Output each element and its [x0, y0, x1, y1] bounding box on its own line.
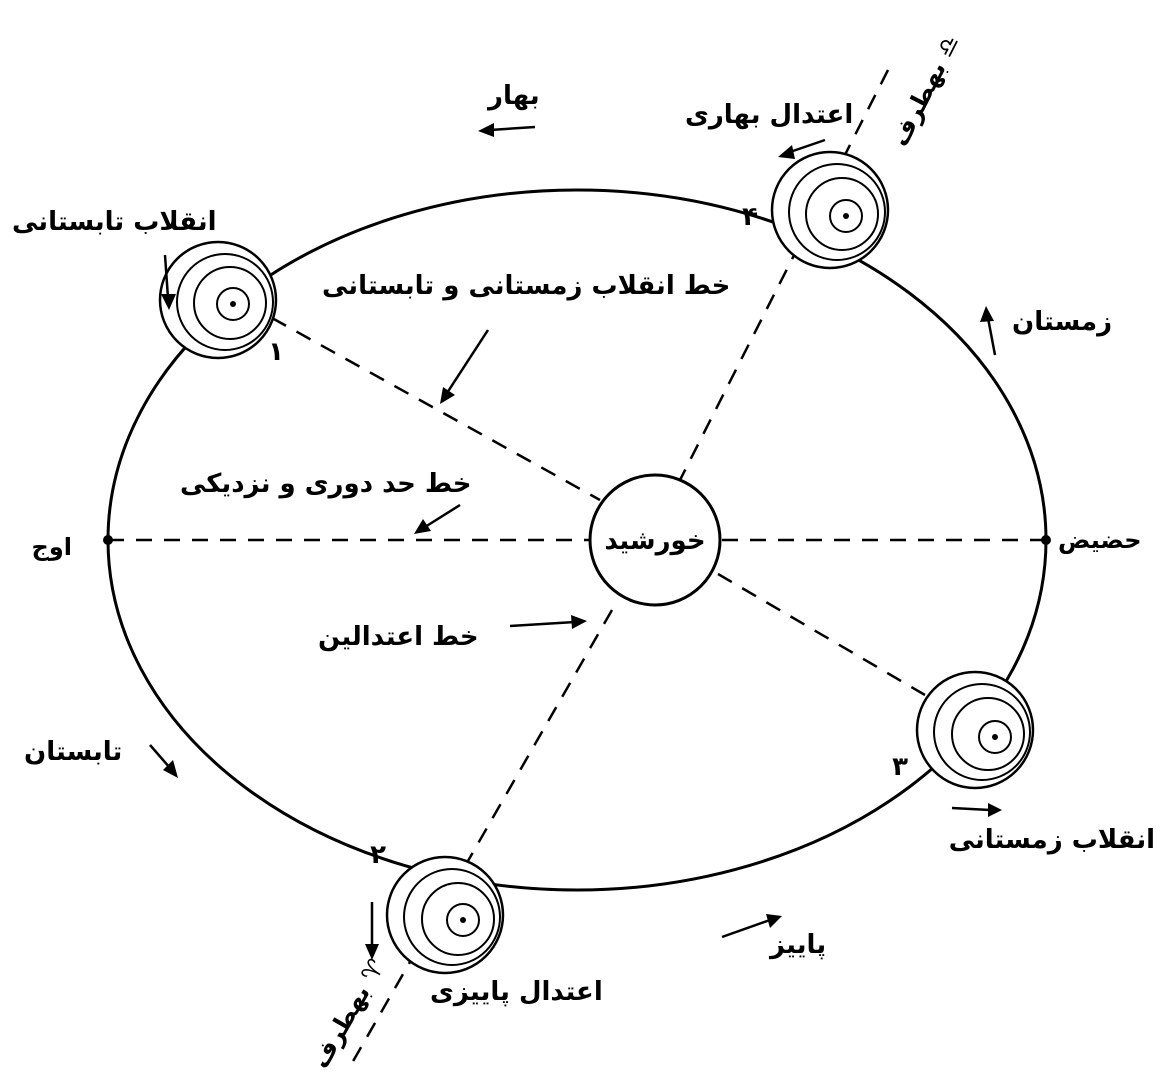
solstice-line-lower	[718, 574, 925, 695]
arrow-winter	[980, 306, 995, 355]
arrow-winter-solstice	[952, 803, 1002, 817]
autumn-equinox-label: اعتدال پاییزی	[430, 977, 603, 1007]
perihelion-label: حضیض	[1058, 526, 1141, 554]
aphelion-point	[103, 535, 113, 545]
earth-position-4	[772, 152, 888, 268]
summer-solstice-label: انقلاب تابستانی	[12, 207, 217, 237]
season-spring-label: بهار	[486, 81, 540, 111]
pointer-solstice-line	[440, 330, 488, 404]
spring-equinox-label: اعتدال بهاری	[685, 100, 853, 130]
season-autumn-label: پاییز	[768, 930, 826, 960]
toward-top-label: بهطرف ♎	[885, 30, 965, 150]
aphelion-label: اوج	[32, 533, 72, 561]
earth-position-2	[387, 857, 503, 973]
pointer-equinox-line	[510, 615, 587, 629]
sun-label: خورشید	[604, 526, 705, 556]
earth-position-1	[160, 242, 276, 358]
equinox-line-label: خط اعتدالین	[318, 622, 479, 652]
toward-bottom-label: بهطرف ♈	[306, 954, 391, 1073]
arrow-spring	[478, 123, 535, 137]
solstice-line-label: خط انقلاب زمستانی و تابستانی	[322, 271, 730, 301]
position-number-2: ۲	[370, 840, 386, 870]
pointer-apsides-line	[414, 505, 460, 534]
position-number-4: ۴	[742, 202, 758, 232]
earth-position-3	[917, 672, 1033, 788]
position-number-3: ۳	[892, 752, 908, 782]
winter-solstice-label: انقلاب زمستانی	[949, 825, 1155, 855]
season-winter-label: زمستان	[1012, 307, 1112, 337]
apsides-line-label: خط حد دوری و نزدیکی	[180, 469, 471, 499]
position-number-1: ۱	[268, 337, 284, 367]
season-summer-label: تابستان	[24, 737, 122, 767]
arrow-autumn-equinox	[365, 902, 379, 960]
arrow-summer	[150, 745, 178, 778]
perihelion-point	[1041, 535, 1051, 545]
